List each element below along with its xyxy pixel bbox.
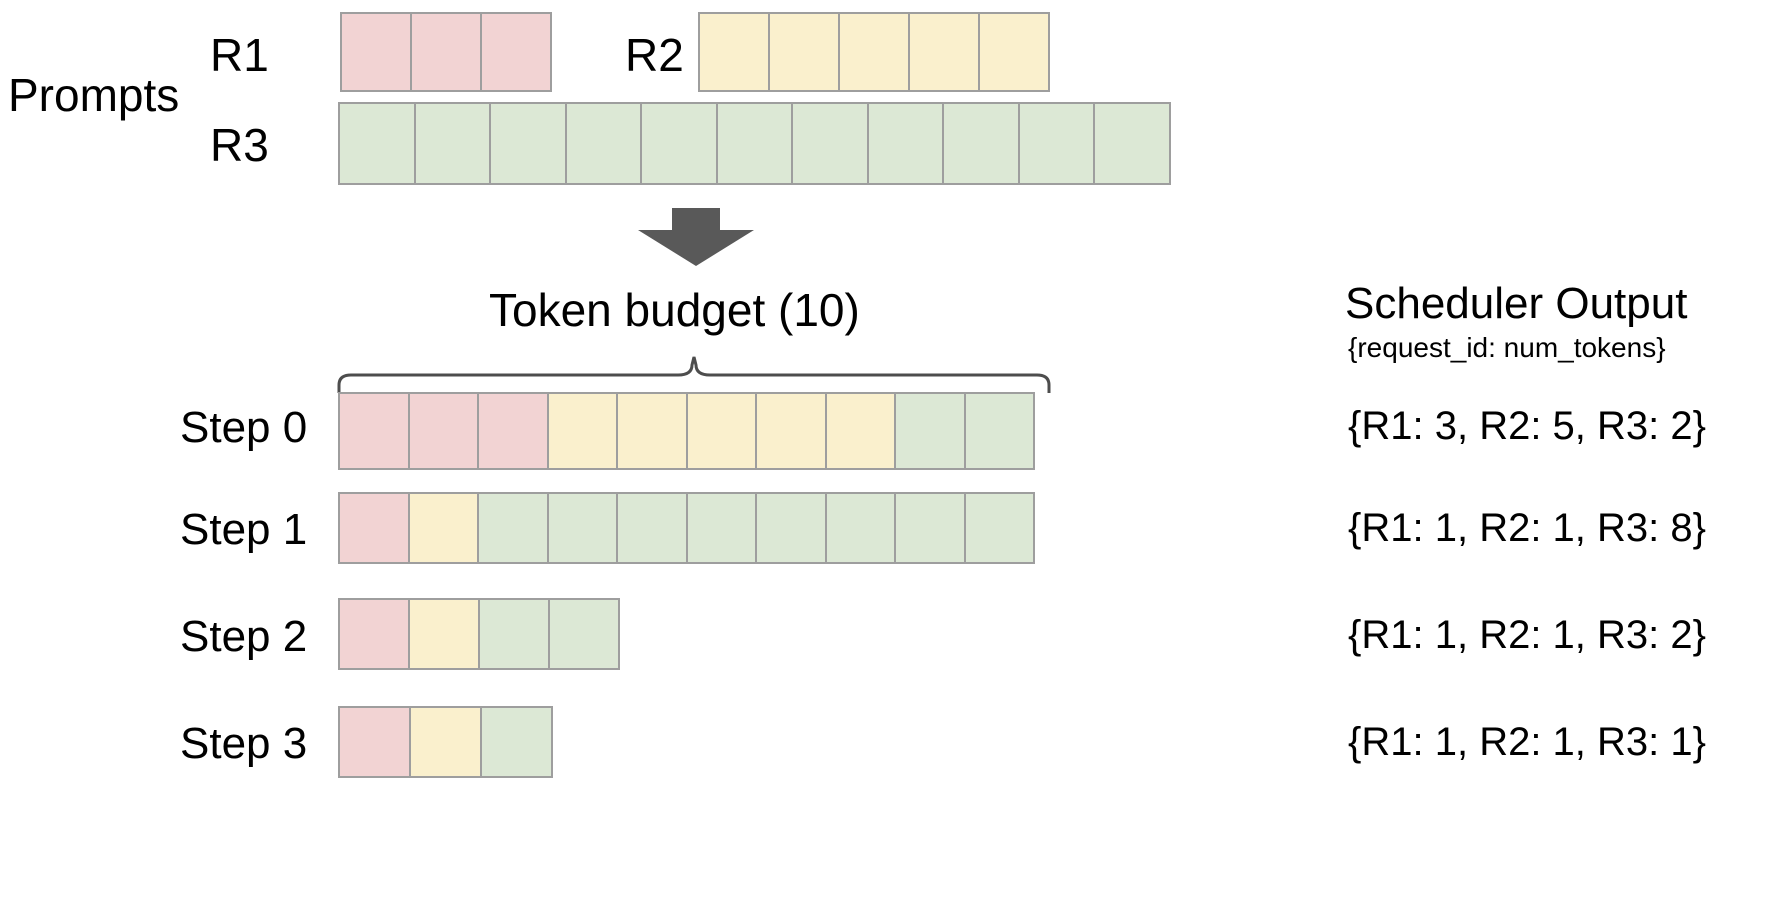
prompt-r3-cell [866, 102, 944, 185]
prompt-label-r3: R3 [210, 119, 269, 171]
step-2-cell [408, 598, 480, 670]
prompt-r2-cell [768, 12, 840, 92]
step-1-cell [963, 492, 1035, 564]
step-0-cell [546, 392, 618, 470]
down-arrow-icon [638, 208, 754, 271]
prompt-r3-cell [715, 102, 793, 185]
scheduler-output-row-3: {R1: 1, R2: 1, R3: 1} [1348, 720, 1706, 764]
prompt-r2-cell [978, 12, 1050, 92]
step-1-cell [685, 492, 757, 564]
prompt-r3-cell [1017, 102, 1095, 185]
prompt-r3-cell [640, 102, 718, 185]
step-row-2 [338, 598, 620, 670]
step-label-1: Step 1 [180, 505, 308, 554]
prompt-r3-cell [942, 102, 1020, 185]
step-label-3: Step 3 [180, 719, 308, 768]
step-0-cell [477, 392, 549, 470]
step-0-cell [407, 392, 479, 470]
step-2-cell [478, 598, 550, 670]
curly-brace-icon [337, 355, 1051, 398]
prompt-r3-cell [489, 102, 567, 185]
prompt-r3-cell [1093, 102, 1171, 185]
step-2-cell [338, 598, 410, 670]
prompt-label-r2: R2 [625, 29, 684, 81]
step-0-cell [338, 392, 410, 470]
step-3-cell [338, 706, 411, 778]
prompt-r1-cell [340, 12, 412, 92]
scheduler-output-row-0: {R1: 3, R2: 5, R3: 2} [1348, 404, 1706, 448]
scheduler-output-row-2: {R1: 1, R2: 1, R3: 2} [1348, 613, 1706, 657]
step-1-cell [894, 492, 966, 564]
step-0-cell [755, 392, 827, 470]
step-0-cell [824, 392, 896, 470]
step-0-cell [616, 392, 688, 470]
prompt-row-r1 [340, 12, 552, 92]
step-3-cell [480, 706, 553, 778]
step-row-1 [338, 492, 1035, 564]
prompt-row-r2 [698, 12, 1050, 92]
step-label-2: Step 2 [180, 612, 308, 661]
step-0-cell [685, 392, 757, 470]
prompt-r3-cell [338, 102, 416, 185]
scheduler-output-title: Scheduler Output [1345, 279, 1688, 328]
step-1-cell [755, 492, 827, 564]
prompt-label-r1: R1 [210, 29, 269, 81]
step-3-cell [409, 706, 482, 778]
step-row-0 [338, 392, 1035, 470]
step-1-cell [338, 492, 410, 564]
prompt-r1-cell [410, 12, 482, 92]
step-1-cell [824, 492, 896, 564]
step-0-cell [963, 392, 1035, 470]
prompt-r2-cell [838, 12, 910, 92]
step-1-cell [477, 492, 549, 564]
step-1-cell [546, 492, 618, 564]
prompts-label: Prompts [8, 69, 180, 121]
scheduler-output-subtitle: {request_id: num_tokens} [1348, 332, 1666, 363]
prompt-r2-cell [908, 12, 980, 92]
step-1-cell [616, 492, 688, 564]
step-1-cell [407, 492, 479, 564]
prompt-r3-cell [564, 102, 642, 185]
prompt-row-r3 [338, 102, 1171, 185]
prompt-r2-cell [698, 12, 770, 92]
prompt-r3-cell [791, 102, 869, 185]
scheduler-output-row-1: {R1: 1, R2: 1, R3: 8} [1348, 506, 1706, 550]
token-budget-label: Token budget (10) [489, 284, 860, 336]
step-0-cell [894, 392, 966, 470]
step-2-cell [548, 598, 620, 670]
step-row-3 [338, 706, 553, 778]
prompt-r3-cell [413, 102, 491, 185]
prompt-r1-cell [480, 12, 552, 92]
step-label-0: Step 0 [180, 403, 308, 452]
